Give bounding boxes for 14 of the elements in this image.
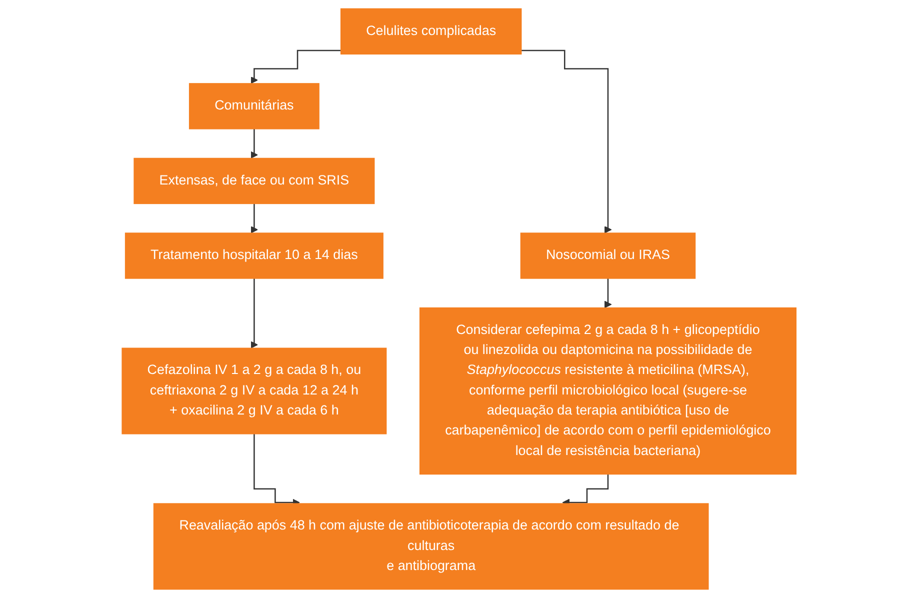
arrow xyxy=(250,50,341,84)
node-box: Considerar cefepima 2 g a cada 8 h + glicopeptídio ou linezolida ou daptomicina na possibilidade de Staphylococcus resistente à meticilina (MRSA), conforme perfil microbiológico local (sugere-se adequação da terapia antibiótica [uso de carbapenêmico] de acordo com o perfil epidemiológico local de resistência bacteriana) xyxy=(419,307,796,475)
node-box: Nosocomial ou IRAS xyxy=(520,232,696,279)
arrow xyxy=(250,203,258,234)
arrow xyxy=(250,278,258,348)
node-box: Reavaliação após 48 h com ajuste de antibioticoterapia de acordo com resultado de culturas e antibiograma xyxy=(153,503,709,590)
node-box: Cefazolina IV 1 a 2 g a cada 8 h, ou ceftriaxona 2 g IV a cada 12 a 24 h + oxacilina 2 g IV a cada 6 h xyxy=(122,348,387,434)
node-box: Tratamento hospitalar 10 a 14 dias xyxy=(124,232,384,279)
node-box: Comunitárias xyxy=(188,83,320,130)
arrow xyxy=(604,278,612,308)
node-box: Extensas, de face ou com SRIS xyxy=(134,158,375,204)
arrow xyxy=(250,128,258,159)
arrow xyxy=(521,50,612,234)
node-box: Celulites complicadas xyxy=(340,8,522,55)
